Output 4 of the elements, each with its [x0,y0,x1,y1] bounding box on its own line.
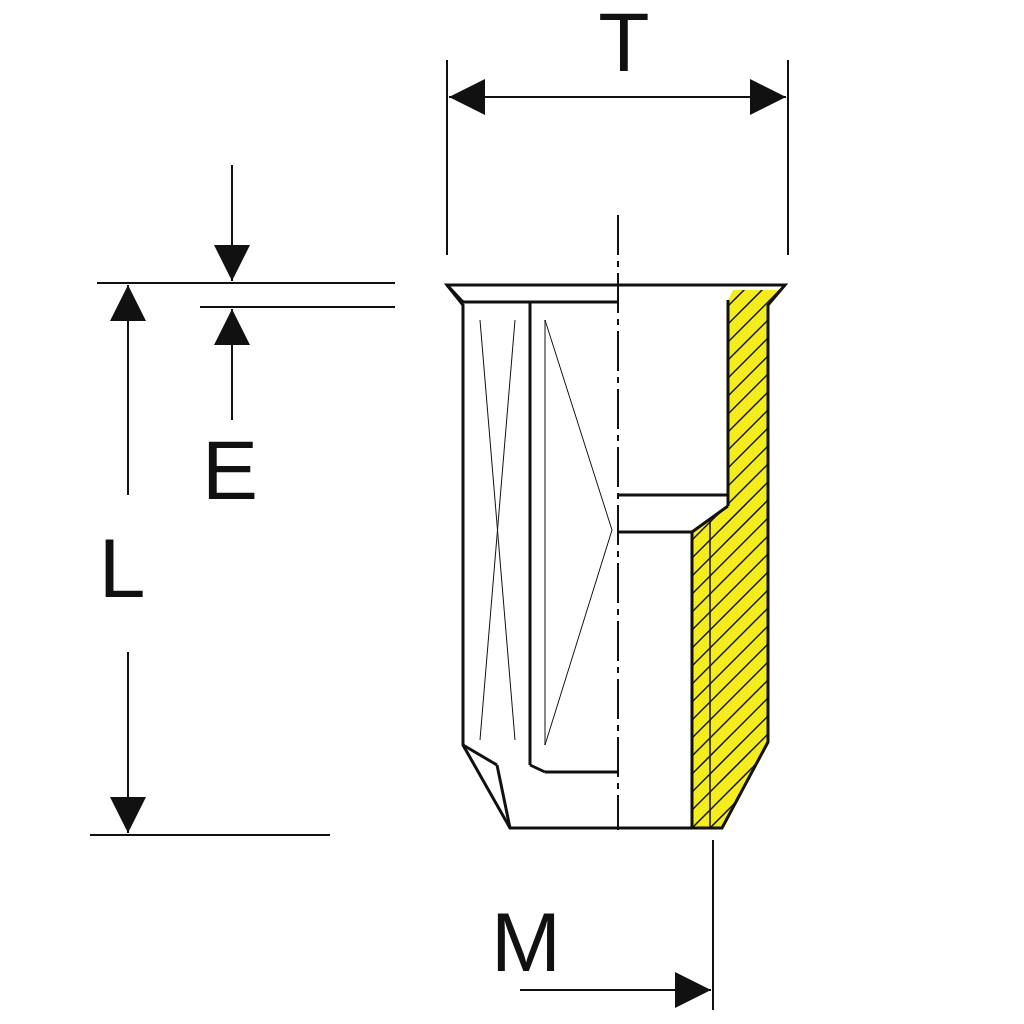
dimension-label: T [598,0,650,84]
dimension-label: L [98,526,146,610]
dimension-label: M [491,900,561,984]
dimension-label: E [202,428,258,512]
